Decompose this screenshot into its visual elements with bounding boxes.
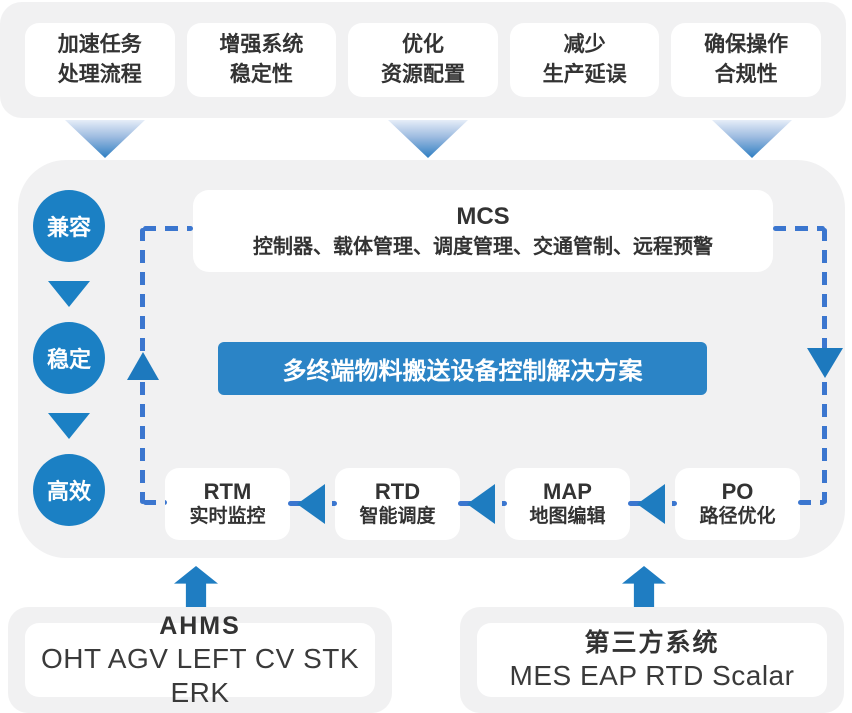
system-subtitle: MES EAP RTD Scalar [509,659,795,691]
solution-panel: 兼容 稳定 高效 MCS 控制器、载体管理、调度管理、交通管制、远程预警 多终端… [18,160,845,558]
quality-label: 稳定 [46,347,91,372]
down-arrow-icon [65,120,145,158]
module-subtitle: 智能调度 [359,506,436,528]
benefit-text: 处理流程 [57,63,142,86]
module-box-rtm: RTM 实时监控 [165,468,290,540]
up-arrow-icon [127,352,159,380]
down-arrow-icon [48,281,90,307]
benefits-panel: 加速任务 处理流程 增强系统 稳定性 优化 资源配置 减少 生产延误 确保操作 … [0,2,846,118]
left-arrow-icon [297,484,325,524]
benefit-text: 增强系统 [219,32,304,56]
down-arrow-icon [807,348,843,378]
quality-circle-efficient: 高效 [33,454,105,526]
down-arrow-icon [48,413,90,439]
module-title: RTD [374,478,421,504]
module-box-map: MAP 地图编辑 [505,468,630,540]
dashed-line [143,226,193,231]
benefit-box-delays: 减少 生产延误 [509,23,660,97]
dashed-line [143,500,167,505]
benefit-text: 资源配置 [380,63,465,86]
system-title: AHMS [159,611,241,640]
left-arrow-icon [637,484,665,524]
module-title: MAP [543,478,592,504]
quality-circle-stable: 稳定 [33,322,105,394]
system-box-ahms: AHMS OHT AGV LEFT CV STK ERK [25,612,375,708]
block-up-arrow-icon [622,566,666,608]
quality-label: 高效 [46,479,91,504]
benefit-text: 稳定性 [229,63,293,86]
solution-banner-label: 多终端物料搬送设备控制解决方案 [282,358,643,385]
down-arrow-icon [388,120,468,158]
module-box-po: PO 路径优化 [675,468,800,540]
module-title: PO [721,478,754,504]
mcs-subtitle: 控制器、载体管理、调度管理、交通管制、远程预警 [253,235,713,258]
module-title: RTM [203,478,252,504]
benefit-text: 优化 [401,32,444,56]
module-subtitle: 地图编辑 [529,506,606,528]
mcs-box: MCS 控制器、载体管理、调度管理、交通管制、远程预警 [193,190,773,272]
dashed-line [773,226,825,231]
mcs-title: MCS [456,203,510,231]
system-box-thirdparty: 第三方系统 MES EAP RTD Scalar [477,623,827,697]
system-panel-ahms: AHMS OHT AGV LEFT CV STK ERK [8,607,392,713]
system-panel-thirdparty: 第三方系统 MES EAP RTD Scalar [460,607,844,713]
system-title: 第三方系统 [584,628,720,657]
module-subtitle: 路径优化 [699,506,776,528]
module-box-rtd: RTD 智能调度 [335,468,460,540]
benefit-text: 加速任务 [57,32,142,56]
quality-label: 兼容 [46,215,91,240]
quality-circle-compatible: 兼容 [33,190,105,262]
benefit-text: 合规性 [714,63,778,86]
benefit-box-stability: 增强系统 稳定性 [186,23,337,97]
left-arrow-icon [467,484,495,524]
benefit-text: 生产延误 [542,63,627,86]
block-up-arrow-icon [174,566,218,608]
down-arrow-icon [712,120,792,158]
system-subtitle: OHT AGV LEFT CV STK ERK [40,643,360,708]
benefit-text: 减少 [563,32,606,56]
benefit-text: 确保操作 [704,32,789,56]
benefit-box-compliance: 确保操作 合规性 [671,23,821,97]
module-subtitle: 实时监控 [189,506,266,528]
benefit-box-resources: 优化 资源配置 [348,23,498,97]
dashed-line [798,500,825,505]
solution-banner: 多终端物料搬送设备控制解决方案 [218,342,707,395]
benefit-box-accelerate: 加速任务 处理流程 [25,23,175,97]
